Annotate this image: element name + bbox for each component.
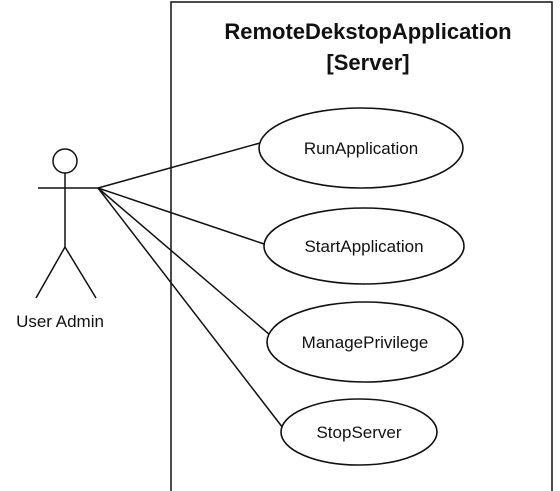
actor-right-leg bbox=[64, 246, 97, 299]
associations bbox=[97, 142, 284, 429]
use-case-ellipse bbox=[263, 207, 465, 285]
actor-left-leg bbox=[35, 246, 66, 299]
use-case-label: StartApplication bbox=[304, 237, 423, 256]
use-case-ellipse bbox=[280, 398, 438, 466]
system-title-line2: [Server] bbox=[326, 50, 409, 75]
association-stopserver bbox=[97, 187, 284, 429]
use-case-label: StopServer bbox=[316, 423, 401, 442]
use-case-manageprivilege: ManagePrivilege bbox=[266, 301, 464, 383]
actor-figure bbox=[35, 148, 98, 299]
use-case-label: RunApplication bbox=[304, 139, 418, 158]
use-case-startapplication: StartApplication bbox=[263, 207, 465, 285]
use-case-ellipse bbox=[258, 107, 464, 189]
system-title-line1: RemoteDekstopApplication bbox=[224, 19, 511, 44]
association-startapplication bbox=[97, 187, 265, 245]
use-case-stopserver: StopServer bbox=[280, 398, 438, 466]
use-case-label: ManagePrivilege bbox=[302, 333, 429, 352]
actor-label: User Admin bbox=[16, 312, 104, 331]
use-case-runapplication: RunApplication bbox=[258, 107, 464, 189]
association-manageprivilege bbox=[97, 187, 271, 336]
use-case-ellipse bbox=[266, 301, 464, 383]
association-runapplication bbox=[97, 142, 261, 189]
actor-head bbox=[52, 148, 78, 174]
system-boundary bbox=[170, 1, 553, 491]
